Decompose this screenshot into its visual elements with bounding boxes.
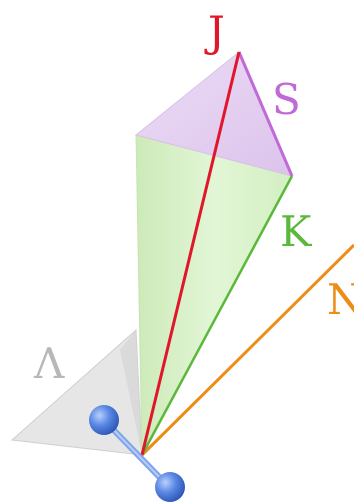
k-cone — [135, 134, 293, 457]
n-vector — [140, 243, 354, 457]
j-vector — [140, 51, 241, 456]
atom-lower — [155, 472, 185, 502]
label-j: J — [204, 7, 225, 56]
k-vector — [140, 175, 294, 456]
label-s: S — [272, 75, 301, 124]
label-lambda: Λ — [33, 339, 65, 388]
lambda-triangle-shade — [120, 330, 142, 455]
k-cone-shadow — [136, 135, 142, 455]
label-k: K — [280, 207, 313, 256]
molecule-bond-highlight — [103, 419, 171, 489]
label-n: N — [327, 275, 354, 324]
s-vector — [237, 51, 294, 177]
atom-upper — [89, 405, 119, 435]
